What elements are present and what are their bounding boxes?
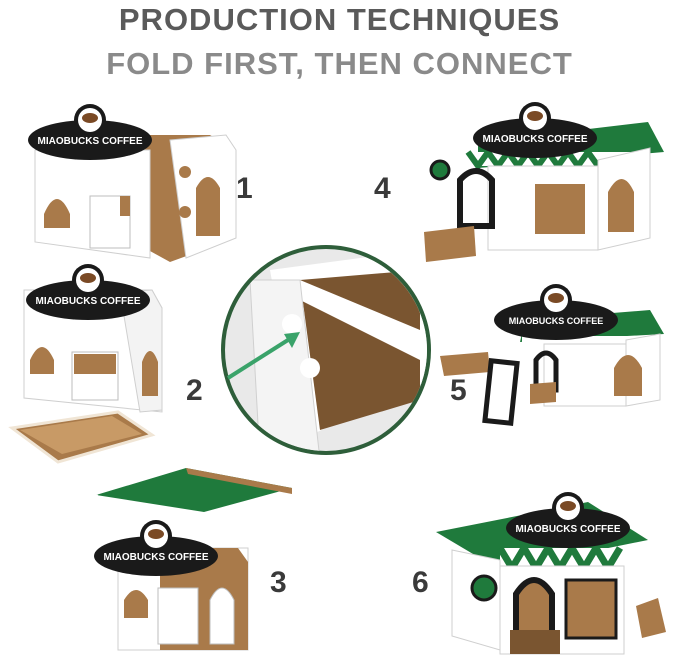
step-number-3: 3 [270,566,287,599]
detail-zoom-circle [221,245,431,455]
step-number-1: 1 [236,172,253,205]
step-5-sign-text: MIAOBUCKS COFFEE [509,316,604,326]
step-5-illustration [440,284,664,426]
step-4-sign-text: MIAOBUCKS COFFEE [483,134,588,145]
step-1-illustration [28,104,237,262]
step-2-illustration [8,264,163,464]
step-number-6: 6 [412,566,429,599]
step-2-sign-text: MIAOBUCKS COFFEE [36,296,141,307]
step-number-2: 2 [186,374,203,407]
step-6-sign-text: MIAOBUCKS COFFEE [516,524,621,535]
step-1-sign-text: MIAOBUCKS COFFEE [38,136,143,147]
step-number-4: 4 [374,172,391,205]
step-6-illustration [436,492,666,655]
step-3-illustration [94,468,292,651]
page-subtitle: FOLD FIRST, THEN CONNECT [106,46,573,81]
page-title: PRODUCTION TECHNIQUES [118,2,561,37]
step-4-illustration [424,102,664,262]
step-number-5: 5 [450,374,467,407]
step-3-sign-text: MIAOBUCKS COFFEE [104,552,209,563]
